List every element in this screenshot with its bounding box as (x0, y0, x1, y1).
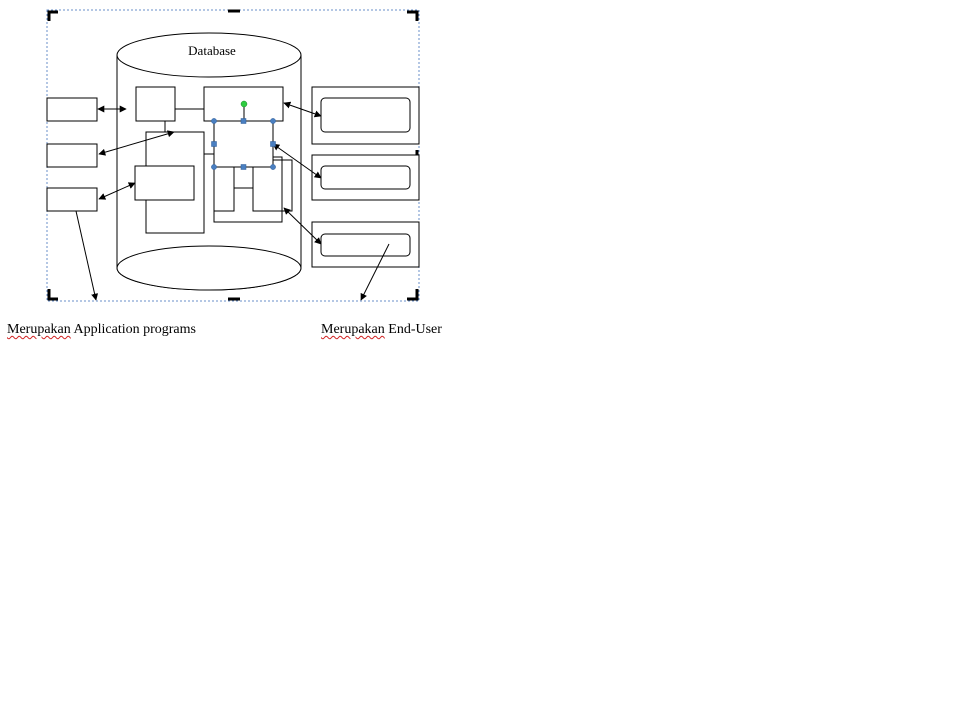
resize-handle[interactable] (211, 118, 217, 124)
resize-handle[interactable] (270, 164, 276, 170)
pointer-arrow[interactable] (75, 210, 99, 301)
selection-handles[interactable] (211, 118, 276, 170)
application-program-box[interactable] (46, 143, 98, 168)
caption-word-misspelled: Merupakan (7, 322, 71, 337)
pointer-arrow[interactable] (360, 243, 390, 301)
crop-handles[interactable] (47, 9, 419, 301)
crop-handle-top-left[interactable] (47, 10, 58, 21)
cylinder-top (116, 32, 302, 78)
data-block[interactable] (135, 86, 176, 122)
end-user-screen[interactable] (320, 233, 411, 257)
application-program-box[interactable] (46, 187, 98, 212)
rotation-handle[interactable] (240, 100, 248, 108)
data-block[interactable] (134, 165, 195, 201)
crop-handle-bottom-left[interactable] (47, 289, 58, 301)
bidirectional-arrow[interactable] (283, 207, 322, 245)
caption-text: End-User (388, 322, 442, 337)
crop-handle-bottom-right[interactable] (407, 289, 419, 301)
bidirectional-arrow[interactable] (272, 143, 322, 179)
resize-handle[interactable] (240, 118, 247, 124)
cylinder-bottom (116, 245, 302, 291)
caption-text: Application programs (73, 322, 196, 337)
caption-application-programs: Merupakan Application programs (7, 322, 196, 338)
bidirectional-arrow[interactable] (283, 101, 322, 118)
caption-word-misspelled: Merupakan (321, 322, 385, 337)
bidirectional-arrow[interactable] (98, 182, 136, 200)
resize-handle[interactable] (211, 141, 217, 147)
resize-handle[interactable] (240, 164, 247, 170)
bidirectional-arrow[interactable] (98, 130, 175, 156)
resize-handle[interactable] (270, 141, 276, 147)
resize-handle[interactable] (211, 164, 217, 170)
selected-shape[interactable] (213, 120, 274, 168)
cylinder-label: Database (188, 43, 236, 58)
crop-handle-top-right[interactable] (407, 10, 419, 21)
end-user-screen[interactable] (320, 165, 411, 190)
resize-handle[interactable] (270, 118, 276, 124)
caption-end-user: Merupakan End-User (321, 322, 442, 338)
end-user-screen[interactable] (320, 97, 411, 133)
application-program-box[interactable] (46, 97, 98, 122)
